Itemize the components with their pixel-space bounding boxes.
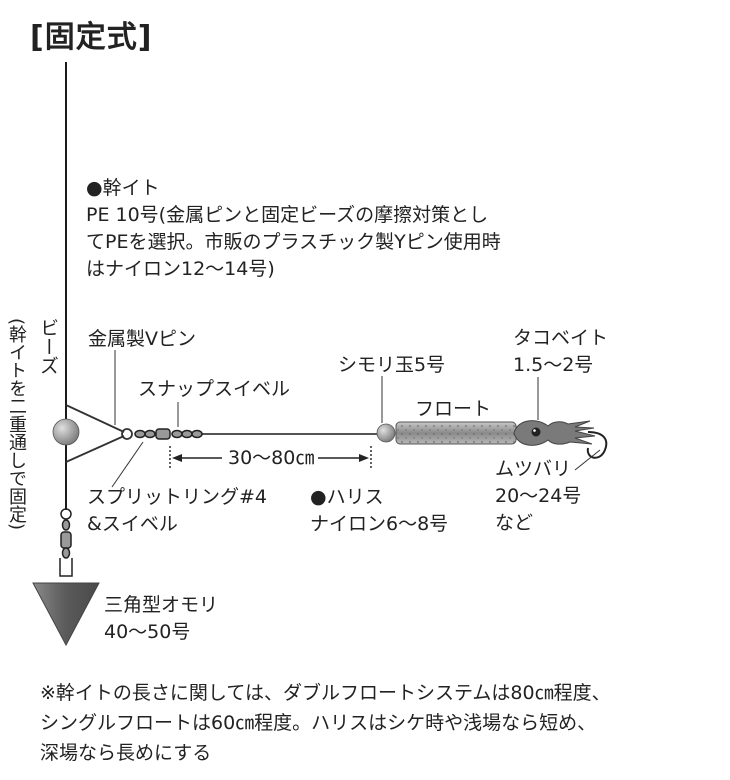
split-ring-label-2: &スイベル (87, 513, 178, 535)
beads-note: (幹イトを二重通しで固定) (6, 318, 27, 531)
v-pin-label: 金属製Vピン (88, 328, 196, 350)
footnote-line-3: 深場なら長めにする (40, 742, 212, 764)
split-ring-label-1: スプリットリング#4 (87, 486, 268, 508)
stopper-label: シモリ玉5号 (338, 354, 446, 376)
split-ring-swivel (59, 508, 73, 577)
float (395, 421, 517, 445)
octopus-label: タコベイト (513, 327, 609, 349)
harisu-heading: ●ハリス (310, 486, 384, 508)
sinker-label: 三角型オモリ (104, 594, 219, 616)
v-pin (65, 404, 133, 463)
main-line-desc-1: PE 10号(金属ピンと固定ビーズの摩擦対策とし (86, 204, 489, 226)
footnote-line-2: シングルフロートは60㎝程度。ハリスはシケ時や浅場なら短め、 (40, 712, 597, 734)
distance-label: 30〜80㎝ (228, 447, 315, 469)
float-label: フロート (415, 398, 492, 420)
snap-swivel-label: スナップスイベル (138, 378, 291, 400)
main-line-desc-3: はナイロン12〜14号) (86, 258, 275, 280)
hook-etc: など (495, 512, 534, 534)
page-title: [固定式] (30, 20, 153, 55)
octopus-lure (513, 420, 596, 446)
footnote-line-1: ※幹イトの長さに関しては、ダブルフロートシステムは80㎝程度、 (40, 682, 611, 704)
sinker-size: 40〜50号 (104, 621, 191, 643)
callout-lines (111, 350, 601, 488)
distance-arrow (169, 446, 372, 468)
stopper-bead (376, 423, 396, 443)
octopus-size: 1.5〜2号 (513, 354, 594, 376)
main-line-heading: ●幹イト (86, 177, 160, 199)
bead (52, 418, 80, 446)
main-line-desc-2: てPEを選択。市販のプラスチック製Yピン使用時 (86, 231, 501, 253)
hook-size: 20〜24号 (495, 485, 582, 507)
hook (586, 431, 608, 459)
harisu-spec: ナイロン6〜8号 (310, 513, 449, 535)
snap-swivel (134, 428, 203, 440)
hook-label: ムツバリ (495, 458, 572, 480)
beads-label: ビーズ (37, 318, 59, 375)
sinker (32, 582, 100, 647)
